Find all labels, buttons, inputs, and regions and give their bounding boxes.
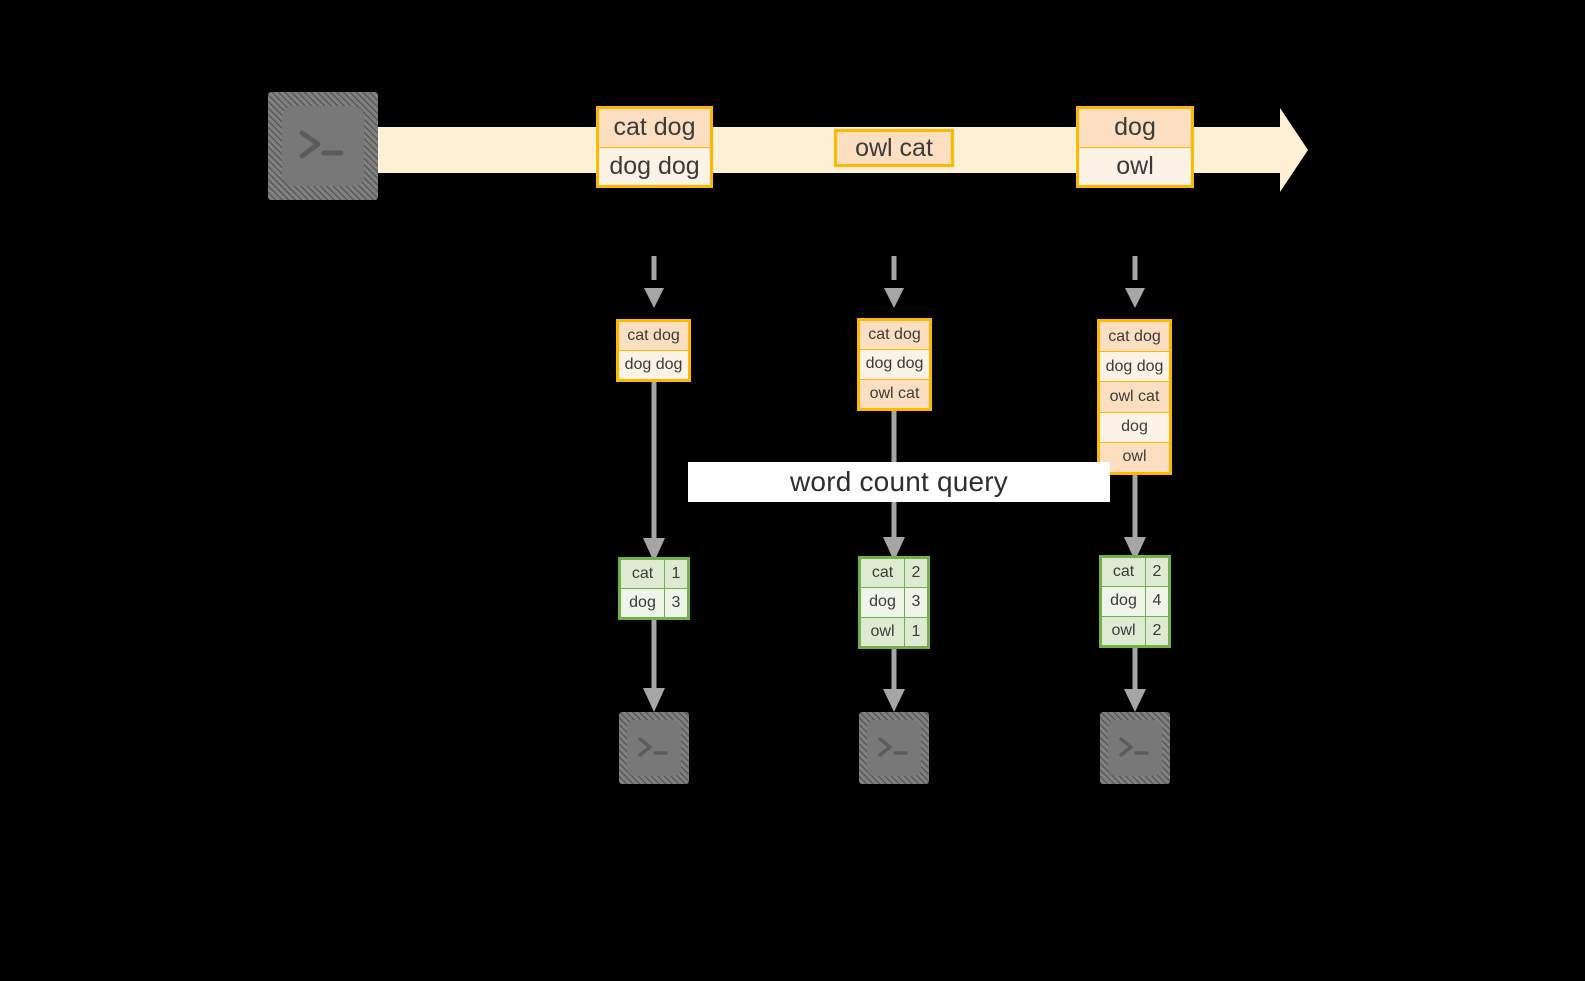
prompt-glyph: [268, 92, 378, 200]
snapshot-3-query-arrow-icon: [1121, 475, 1149, 565]
stream-event-2[interactable]: owl cat: [834, 129, 954, 167]
snapshot-2-inbound-arrow-icon: [880, 256, 908, 318]
snapshot-3-result-table[interactable]: cat 2 dog 4 owl 2: [1099, 555, 1171, 648]
snapshot-1-inbound-arrow-icon: [640, 256, 668, 318]
stream-event-3[interactable]: dog owl: [1076, 106, 1194, 188]
snapshot-1-sink-arrow-icon: [640, 620, 668, 716]
stream-event-1[interactable]: cat dog dog dog: [596, 106, 713, 188]
result-count: 2: [1146, 558, 1168, 587]
query-label: word count query: [790, 466, 1008, 497]
snapshot-1-query-arrow-icon: [640, 382, 668, 566]
result-word: cat: [621, 560, 665, 588]
result-count: 1: [905, 617, 927, 646]
prompt-glyph: [1100, 712, 1170, 784]
prompt-glyph: [859, 712, 929, 784]
input-line: dog dog: [619, 351, 688, 379]
result-count: 4: [1146, 587, 1168, 616]
input-line: dog dog: [1100, 352, 1169, 383]
result-count: 1: [665, 560, 687, 588]
table-row: dog 4: [1102, 587, 1168, 617]
result-word: dog: [861, 588, 905, 617]
result-word: owl: [1102, 616, 1146, 645]
snapshot-2-input-box[interactable]: cat dog dog dog owl cat: [857, 318, 932, 411]
input-line: dog dog: [860, 350, 929, 380]
snapshot-1-result-table[interactable]: cat 1 dog 3: [618, 557, 690, 620]
result-word: cat: [1102, 558, 1146, 587]
input-line: owl cat: [1100, 382, 1169, 413]
result-count: 2: [1146, 616, 1168, 645]
table-row: owl 1: [861, 617, 927, 646]
result-count: 3: [905, 588, 927, 617]
result-word: cat: [861, 559, 905, 588]
snapshot-3-input-box[interactable]: cat dog dog dog owl cat dog owl: [1097, 319, 1172, 475]
table-row: cat 2: [861, 559, 927, 589]
input-line: owl: [1100, 442, 1169, 473]
source-terminal-icon: [268, 92, 378, 200]
result-word: owl: [861, 617, 905, 646]
snapshot-2-result-table[interactable]: cat 2 dog 3 owl 1: [858, 556, 930, 649]
event-line: cat dog: [599, 109, 710, 148]
input-line: dog: [1100, 412, 1169, 443]
snapshot-3-inbound-arrow-icon: [1121, 256, 1149, 318]
table-row: owl 2: [1102, 616, 1168, 645]
table-row: dog 3: [621, 589, 687, 617]
input-line: cat dog: [1100, 322, 1169, 353]
snapshot-1-sink-terminal-icon: [619, 712, 689, 784]
result-count: 3: [665, 589, 687, 617]
snapshot-3-sink-arrow-icon: [1121, 648, 1149, 716]
table-row: cat 2: [1102, 558, 1168, 588]
result-count: 2: [905, 559, 927, 588]
result-word: dog: [1102, 587, 1146, 616]
snapshot-3-sink-terminal-icon: [1100, 712, 1170, 784]
query-label-band: word count query: [688, 462, 1110, 502]
table-row: cat 1: [621, 560, 687, 589]
event-line: dog dog: [599, 147, 710, 185]
snapshot-2-sink-terminal-icon: [859, 712, 929, 784]
snapshot-1-input-box[interactable]: cat dog dog dog: [616, 319, 691, 382]
stream-arrowhead-icon: [1258, 108, 1308, 192]
input-line: cat dog: [860, 321, 929, 351]
input-line: cat dog: [619, 322, 688, 351]
result-word: dog: [621, 589, 665, 617]
prompt-glyph: [619, 712, 689, 784]
table-row: dog 3: [861, 588, 927, 618]
event-line: owl cat: [837, 132, 951, 164]
event-line: owl: [1079, 147, 1191, 185]
snapshot-2-sink-arrow-icon: [880, 649, 908, 716]
input-line: owl cat: [860, 379, 929, 408]
event-line: dog: [1079, 109, 1191, 148]
